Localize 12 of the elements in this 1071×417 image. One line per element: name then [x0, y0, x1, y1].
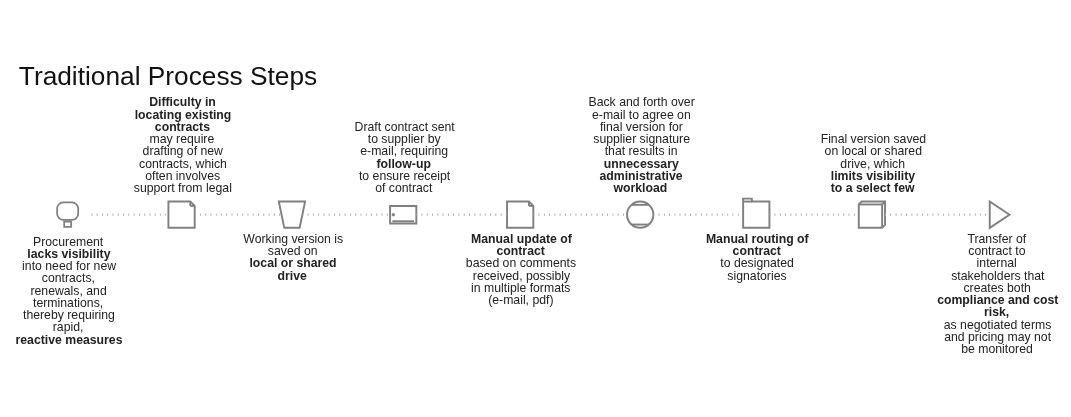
node-picture — [277, 200, 307, 229]
node-label: Manual update of contract based on comments received, possibly in multiple formats (e-mail, pdf) — [465, 231, 577, 307]
node-picture — [988, 199, 1012, 230]
node-label: Difficulty in locating existing contracts may require drafting of new contracts, which often involves support from legal — [133, 94, 232, 195]
diagram-title: Traditional Process Steps — [18, 60, 318, 91]
node-label: Draft contract sent to supplier by e-mail, requiring follow-up to ensure receipt of contract — [354, 119, 455, 195]
node-label: Working version is saved on local or shared drive — [243, 231, 344, 283]
node-label: Final version saved on local or shared drive, which limits visibility to a select few — [820, 131, 927, 195]
node-label: Manual routing of contract to designated signatories — [705, 231, 809, 283]
node-label: Back and forth over e-mail to agree on final version for supplier signature that results in unnecessary administrative workload — [588, 94, 695, 195]
node-label: Transfer of contract to internal stakeholders that creates both compliance and cost risk, as negotiated terms and pricing may not be monitored — [937, 231, 1059, 356]
node-label: Procurement lacks visibility into need for new contracts, renewals, and terminations, thereby requiring rapid, reactive measures — [15, 234, 123, 347]
